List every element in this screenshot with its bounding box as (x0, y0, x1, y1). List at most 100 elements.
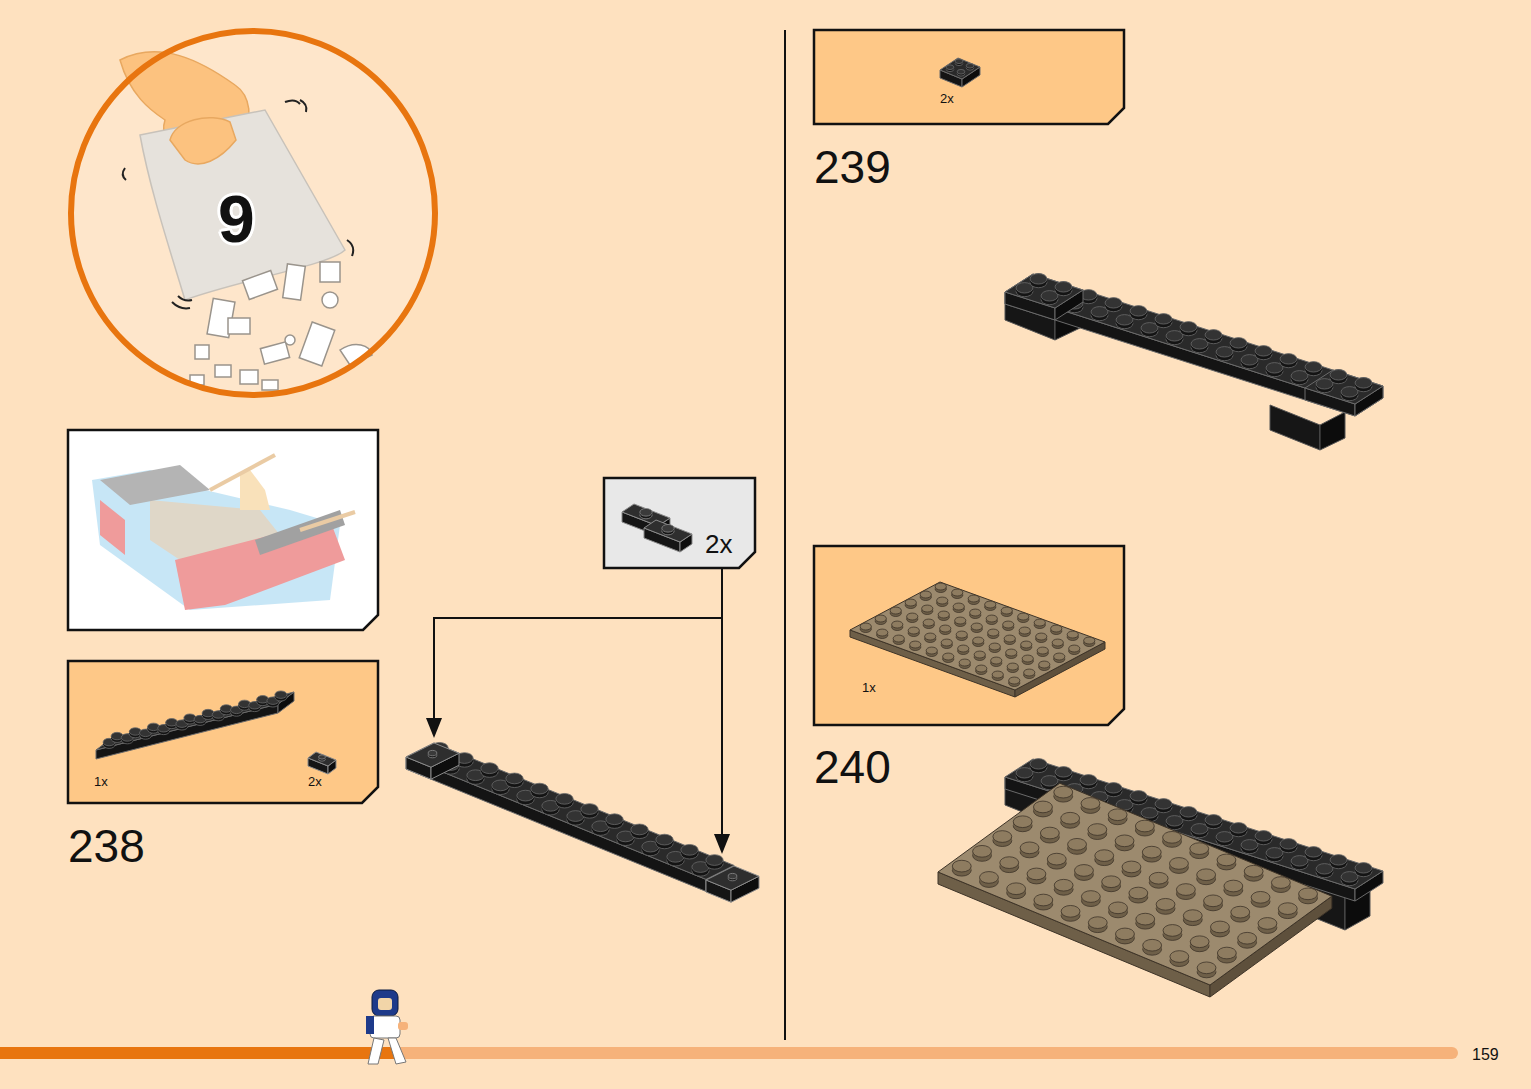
stud-wall (1191, 829, 1208, 833)
stud-base (1006, 652, 1017, 659)
stud-wall (1069, 649, 1080, 651)
stud-top (567, 811, 584, 822)
stud-wall (606, 819, 623, 823)
brick-body (1270, 405, 1320, 450)
stud-base (1156, 903, 1175, 915)
stud-base (1204, 899, 1223, 911)
plate-top (622, 504, 670, 526)
stud-top (1034, 619, 1045, 626)
stud-base (1041, 294, 1058, 304)
stud-base (1055, 285, 1072, 295)
stud-wall (1052, 643, 1063, 645)
stud-wall (1054, 657, 1065, 659)
stud-top (1155, 314, 1172, 324)
stud-wall (556, 799, 573, 803)
part-count: 1x (94, 775, 108, 788)
stud-top (989, 643, 1000, 650)
stud-wall (631, 829, 648, 833)
stud-top (1080, 775, 1097, 785)
stud-wall (989, 647, 1000, 649)
stud-wall (985, 605, 996, 607)
stud-top (1051, 625, 1062, 632)
stud-wall (1341, 877, 1358, 881)
stud-top (941, 639, 952, 646)
parts-box: 1x240 (814, 546, 1124, 725)
part-count: 1x (862, 681, 876, 694)
stud-wall (1316, 384, 1333, 388)
parts-box: 1x2x238 (68, 661, 378, 803)
stud-wall (692, 867, 709, 871)
stud-base (1041, 779, 1058, 789)
stud-wall (1021, 645, 1032, 647)
stud-base (1105, 786, 1122, 796)
stud-top (428, 750, 437, 755)
stud-base (952, 864, 971, 876)
plate-top (940, 58, 980, 79)
stud-base (988, 632, 999, 639)
stud-wall (1280, 844, 1297, 848)
stud-wall (1341, 392, 1358, 396)
stud-top (656, 834, 673, 845)
plate-top (644, 520, 692, 542)
stud-top (907, 613, 918, 620)
stud-top (1000, 857, 1019, 869)
stud-wall (1105, 788, 1122, 792)
stud-wall (1330, 375, 1347, 379)
stud-wall (319, 757, 326, 759)
stud-base (1055, 770, 1072, 780)
stud-wall (1216, 352, 1233, 356)
stud-wall (1027, 874, 1046, 878)
stud-top (1041, 776, 1058, 786)
stud-base (1316, 382, 1333, 392)
stud-top (506, 773, 523, 784)
stud-base (959, 662, 970, 669)
plate-top (1005, 274, 1383, 404)
stud-wall (923, 623, 934, 625)
stud-base (955, 620, 966, 627)
stud-wall (893, 639, 904, 641)
stud-base (1136, 917, 1155, 929)
stud-wall (1156, 904, 1175, 908)
stud-wall (111, 736, 123, 739)
stud-top (893, 635, 904, 642)
stud-wall (910, 645, 921, 647)
plate (1005, 274, 1383, 416)
stud-top (692, 862, 709, 873)
stud-wall (1244, 871, 1263, 875)
stud-top (1241, 840, 1258, 850)
stud-base (1211, 925, 1230, 937)
stud-base (1030, 277, 1047, 287)
stud-top (922, 605, 933, 612)
stud-wall (642, 847, 659, 851)
stud-wall (1007, 667, 1018, 669)
stud-base (111, 735, 123, 742)
stud-base (1068, 843, 1087, 855)
stud-base (920, 594, 931, 601)
stud-wall (581, 809, 598, 813)
stud-top (1291, 856, 1308, 866)
stud-top (1278, 903, 1297, 915)
stud-base (1034, 622, 1045, 629)
stud-wall (1241, 845, 1258, 849)
stud-wall (1061, 818, 1080, 822)
stud-top (1027, 868, 1046, 880)
stud-wall (147, 727, 159, 730)
stud-top (923, 619, 934, 626)
stud-wall (1115, 841, 1134, 845)
stud-top (1341, 387, 1358, 397)
stud-top (267, 697, 279, 704)
stud-wall (1051, 629, 1062, 631)
stud-wall (1091, 797, 1108, 801)
node-outline (602, 476, 757, 570)
plate (622, 504, 670, 536)
stud-base (103, 741, 115, 748)
stud-base (542, 804, 559, 815)
stud-top (640, 508, 652, 516)
stud-top (1191, 339, 1208, 349)
stud-base (467, 774, 484, 785)
stud-wall (121, 737, 133, 740)
stud-top (139, 729, 151, 736)
stud-top (129, 728, 141, 735)
stud-wall (1190, 942, 1209, 946)
stud-top (992, 671, 1003, 678)
